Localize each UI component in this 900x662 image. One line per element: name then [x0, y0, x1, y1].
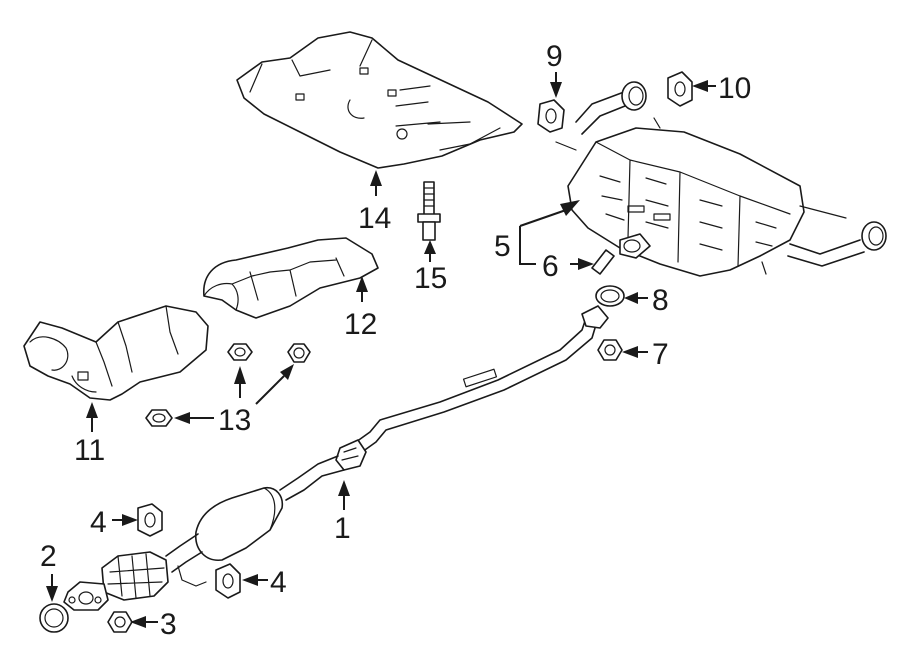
callout-9: 9	[546, 40, 563, 73]
nut-part-7	[597, 339, 623, 361]
callout-11: 11	[74, 434, 105, 467]
rear-muffler-assembly	[555, 81, 887, 277]
hanger-part-10	[667, 71, 693, 107]
gasket-part-8	[595, 285, 625, 307]
hanger-part-4-lower	[215, 563, 241, 599]
front-exhaust-pipe	[63, 305, 609, 611]
nut-part-13-upper	[227, 343, 253, 361]
callout-5: 5	[494, 230, 511, 263]
heat-shield-upper	[203, 237, 379, 319]
leader-arrows	[46, 72, 716, 628]
callout-3: 3	[160, 608, 177, 641]
callout-10: 10	[718, 72, 751, 105]
callout-15: 15	[414, 262, 447, 295]
gasket-part-2	[39, 603, 69, 633]
callout-12: 12	[344, 308, 377, 341]
callout-13: 13	[218, 404, 251, 437]
hanger-pin	[591, 249, 615, 275]
callout-2: 2	[40, 540, 57, 573]
nut-part-13-right	[287, 343, 311, 363]
hanger-part-9	[537, 99, 565, 133]
heat-shield-manifold	[23, 305, 209, 401]
nut-part-3	[107, 611, 133, 633]
heat-shield-underbody	[236, 31, 523, 169]
callout-4-upper: 4	[90, 506, 107, 539]
callout-6: 6	[542, 250, 559, 283]
callout-4-lower: 4	[270, 566, 287, 599]
callout-14: 14	[358, 202, 391, 235]
callout-8: 8	[652, 284, 669, 317]
nut-part-13-lower	[145, 409, 173, 427]
callout-1: 1	[334, 512, 351, 545]
hanger-part-4-upper	[137, 503, 163, 537]
stud-bolt	[417, 181, 441, 241]
callout-7: 7	[652, 338, 669, 371]
